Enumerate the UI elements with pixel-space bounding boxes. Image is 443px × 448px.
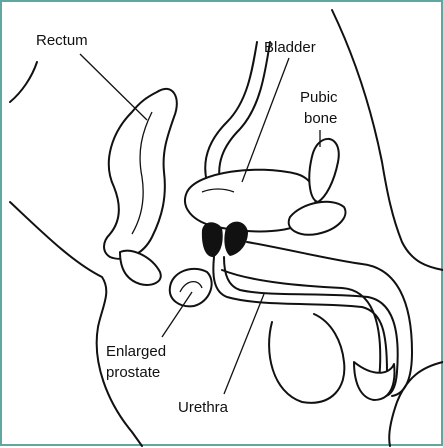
body-outline-front <box>332 10 443 270</box>
ureter-right <box>219 42 270 182</box>
ureter-left <box>205 42 257 182</box>
label-enlarged-prostate-line1: Enlarged <box>106 343 166 360</box>
coccyx-shape <box>120 251 161 285</box>
label-bladder: Bladder <box>264 39 316 56</box>
upper-spine-outline <box>10 62 37 102</box>
leader-rectum <box>80 54 147 120</box>
prostate-lobe-right <box>224 222 248 256</box>
prostate-lobe-left <box>202 222 223 257</box>
seminal-vesicle-shape <box>170 269 212 306</box>
label-pubic-bone-line2: bone <box>304 110 337 127</box>
label-rectum: Rectum <box>36 32 88 49</box>
leader-urethra <box>224 294 264 394</box>
scrotum-shape <box>269 314 344 403</box>
pubic-bone-upper <box>309 139 339 202</box>
label-urethra: Urethra <box>178 399 229 416</box>
glans-shape <box>354 362 394 400</box>
leader-bladder <box>242 58 289 182</box>
label-pubic-bone-line1: Pubic <box>300 89 338 106</box>
label-enlarged-prostate-line2: prostate <box>106 364 160 381</box>
